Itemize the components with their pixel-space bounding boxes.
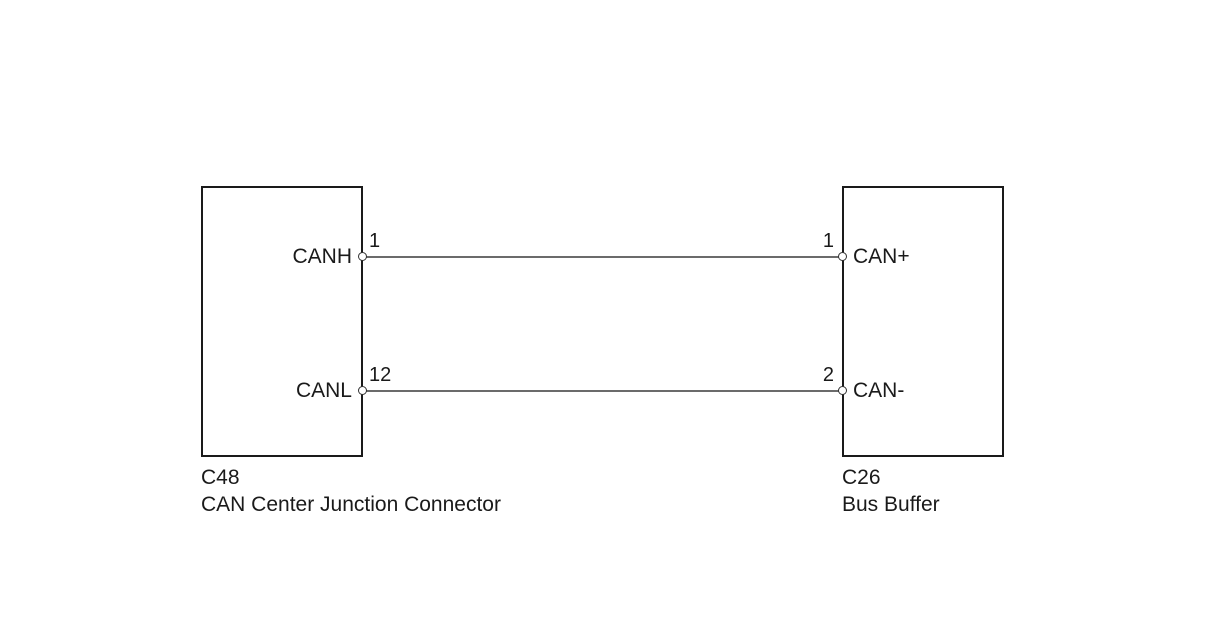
- port-label-canl: CANL: [295, 379, 352, 402]
- pin-number-c48-canh: 1: [369, 230, 381, 252]
- connector-box-c26: [842, 186, 1004, 457]
- wire-canh-to-canplus: [363, 256, 842, 258]
- terminal-c26-pin1: [838, 252, 847, 261]
- wire-canl-to-canminus: [363, 390, 842, 392]
- port-label-canplus: CAN+: [853, 245, 910, 268]
- terminal-c48-pin12: [358, 386, 367, 395]
- caption-c26: C26 Bus Buffer: [842, 464, 940, 518]
- connector-box-c48: [201, 186, 363, 457]
- terminal-c48-pin1: [358, 252, 367, 261]
- pin-number-c26-canminus: 2: [822, 364, 834, 386]
- port-label-canminus: CAN-: [853, 379, 905, 402]
- pin-number-c48-canl: 12: [369, 364, 392, 386]
- terminal-c26-pin2: [838, 386, 847, 395]
- caption-c26-name: Bus Buffer: [842, 493, 940, 516]
- port-label-canh: CANH: [292, 245, 352, 268]
- caption-c26-id: C26: [842, 466, 881, 489]
- caption-c48-name: CAN Center Junction Connector: [201, 493, 501, 516]
- caption-c48-id: C48: [201, 466, 240, 489]
- caption-c48: C48 CAN Center Junction Connector: [201, 464, 501, 518]
- pin-number-c26-canplus: 1: [822, 230, 834, 252]
